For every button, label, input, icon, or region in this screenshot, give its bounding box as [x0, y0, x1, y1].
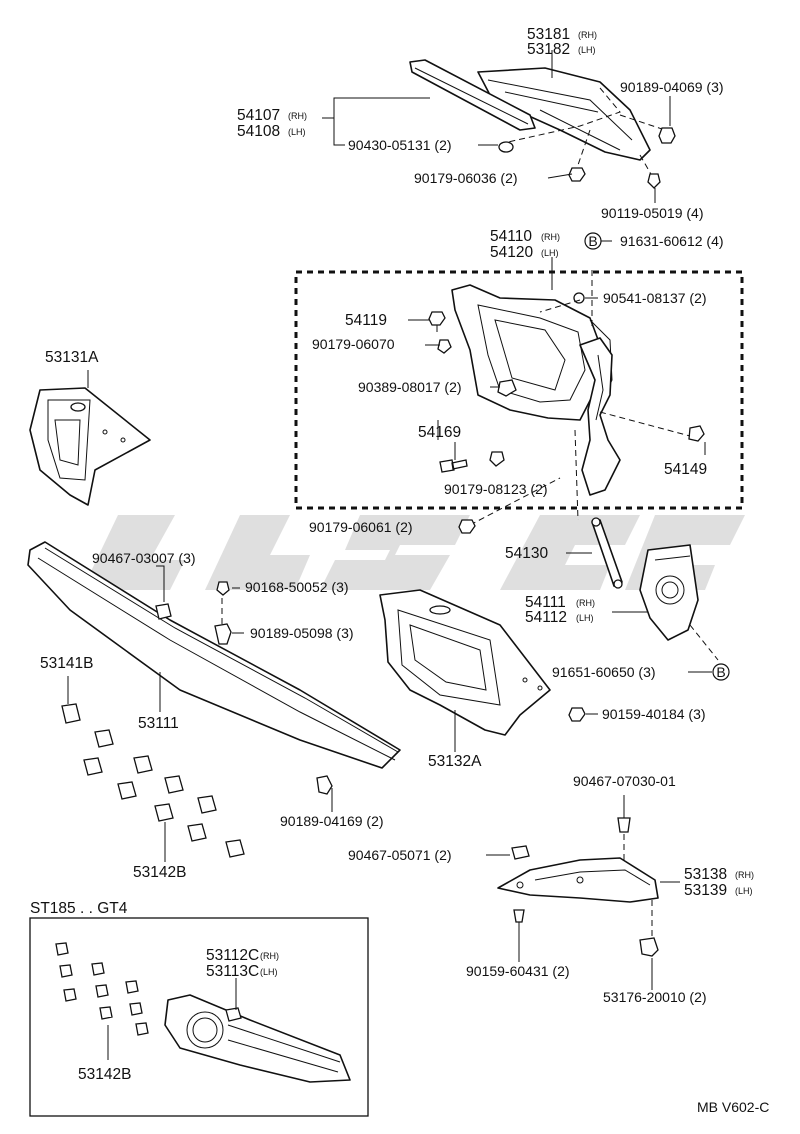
label-54120-suffix: (LH) [541, 248, 559, 258]
label-53142b-inset: 53142B [78, 1066, 131, 1083]
nut-icon [489, 451, 505, 467]
label-90168-50052: 90168-50052 (3) [245, 579, 349, 595]
part-labels: 53181 (RH) 53182 (LH) 90189-04069 (3) 54… [30, 26, 769, 1115]
label-53138: 53138 [684, 866, 727, 883]
clip-icon [214, 623, 232, 645]
assembly-box [294, 270, 744, 510]
bolt-icon [688, 425, 705, 442]
label-54130: 54130 [505, 545, 548, 562]
clip-icon [511, 845, 530, 860]
inset-clips [55, 942, 149, 1036]
part-54130-bracket [579, 337, 621, 496]
label-91631-60612: 91631-60612 (4) [620, 233, 724, 249]
part-53181-cover [477, 67, 651, 161]
inset-box [29, 917, 369, 1117]
nut-icon [437, 339, 452, 354]
part-53132a [379, 589, 551, 736]
clip-icon [617, 817, 631, 833]
inset-title: ST185 . . GT4 [30, 900, 128, 917]
part-53138-cover [497, 857, 659, 903]
part-53131a [29, 387, 151, 506]
label-54120: 54120 [490, 244, 533, 261]
label-53112c-suffix: (RH) [260, 951, 279, 961]
screw-icon [216, 581, 230, 596]
bolt-icon [568, 707, 586, 722]
label-90179-06036: 90179-06036 (2) [414, 170, 518, 186]
label-53112c: 53112C [206, 947, 259, 964]
label-54111-suffix: (RH) [576, 598, 595, 608]
label-53139: 53139 [684, 882, 727, 899]
label-90189-05098: 90189-05098 (3) [250, 625, 354, 641]
label-90389-08017: 90389-08017 (2) [358, 379, 462, 395]
part-53111-grille [27, 541, 401, 769]
label-53111: 53111 [138, 715, 179, 732]
label-54112: 54112 [525, 609, 567, 626]
label-54110-suffix: (RH) [541, 232, 560, 242]
part-54107-bar [409, 59, 536, 131]
label-54108: 54108 [237, 123, 280, 140]
label-90179-08123: 90179-08123 (2) [444, 481, 548, 497]
label-90179-06070: 90179-06070 [312, 336, 395, 352]
label-53182-suffix: (LH) [578, 45, 596, 55]
label-90159-60431: 90159-60431 (2) [466, 963, 570, 979]
label-53142b: 53142B [133, 864, 186, 881]
callout-b-label: B [716, 664, 725, 680]
label-53139-suffix: (LH) [735, 886, 753, 896]
part-54130-rod [591, 517, 623, 589]
label-53181-suffix: (RH) [578, 30, 597, 40]
callout-b-label: B [588, 233, 597, 249]
callout-b-bottom: B [712, 663, 730, 681]
label-54107-suffix: (RH) [288, 111, 307, 121]
label-54108-suffix: (LH) [288, 127, 306, 137]
label-90467-03007: 90467-03007 (3) [92, 550, 196, 566]
label-53131a: 53131A [45, 349, 99, 366]
label-90179-06061: 90179-06061 (2) [309, 519, 413, 535]
bolt-icon [428, 311, 446, 326]
label-54111: 54111 [525, 594, 566, 611]
label-53141b: 53141B [40, 655, 93, 672]
clip-icon [573, 292, 585, 304]
label-90467-07030-01: 90467-07030-01 [573, 773, 676, 789]
label-53113c: 53113C [206, 963, 259, 980]
label-90189-04169: 90189-04169 (2) [280, 813, 384, 829]
label-54112-suffix: (LH) [576, 613, 594, 623]
diagram-code: MB V602-C [697, 1099, 769, 1115]
label-90430-05131: 90430-05131 (2) [348, 137, 452, 153]
label-54169: 54169 [418, 424, 461, 441]
label-53132a: 53132A [428, 753, 482, 770]
washer-icon [498, 141, 514, 153]
part-54111-bracket [639, 544, 699, 641]
nut-icon [458, 519, 476, 534]
bolt-icon [439, 459, 468, 473]
label-90467-05071: 90467-05071 (2) [348, 847, 452, 863]
clip-icon [316, 775, 333, 795]
clip-icon [639, 937, 659, 957]
screw-icon [513, 909, 525, 923]
label-54110: 54110 [490, 228, 532, 245]
label-90159-40184: 90159-40184 (3) [602, 706, 706, 722]
label-53181: 53181 [527, 26, 570, 43]
part-53112c-fog-grille [164, 994, 351, 1083]
label-90119-05019: 90119-05019 (4) [601, 205, 703, 221]
label-90541-08137: 90541-08137 (2) [603, 290, 707, 306]
label-53176-20010: 53176-20010 (2) [603, 989, 707, 1005]
callout-b-top: B [584, 232, 602, 250]
screw-icon [647, 173, 661, 189]
label-90189-04069: 90189-04069 (3) [620, 79, 724, 95]
clip-icon [155, 603, 172, 620]
label-54149: 54149 [664, 461, 707, 478]
nut-icon [497, 379, 517, 397]
label-54107: 54107 [237, 107, 280, 124]
label-53138-suffix: (RH) [735, 870, 754, 880]
label-53182: 53182 [527, 41, 570, 58]
label-91651-60650: 91651-60650 (3) [552, 664, 656, 680]
label-54119: 54119 [345, 312, 387, 329]
clip-icon [658, 127, 676, 144]
label-53113c-suffix: (LH) [260, 967, 278, 977]
clip-set-53142b [61, 703, 245, 858]
